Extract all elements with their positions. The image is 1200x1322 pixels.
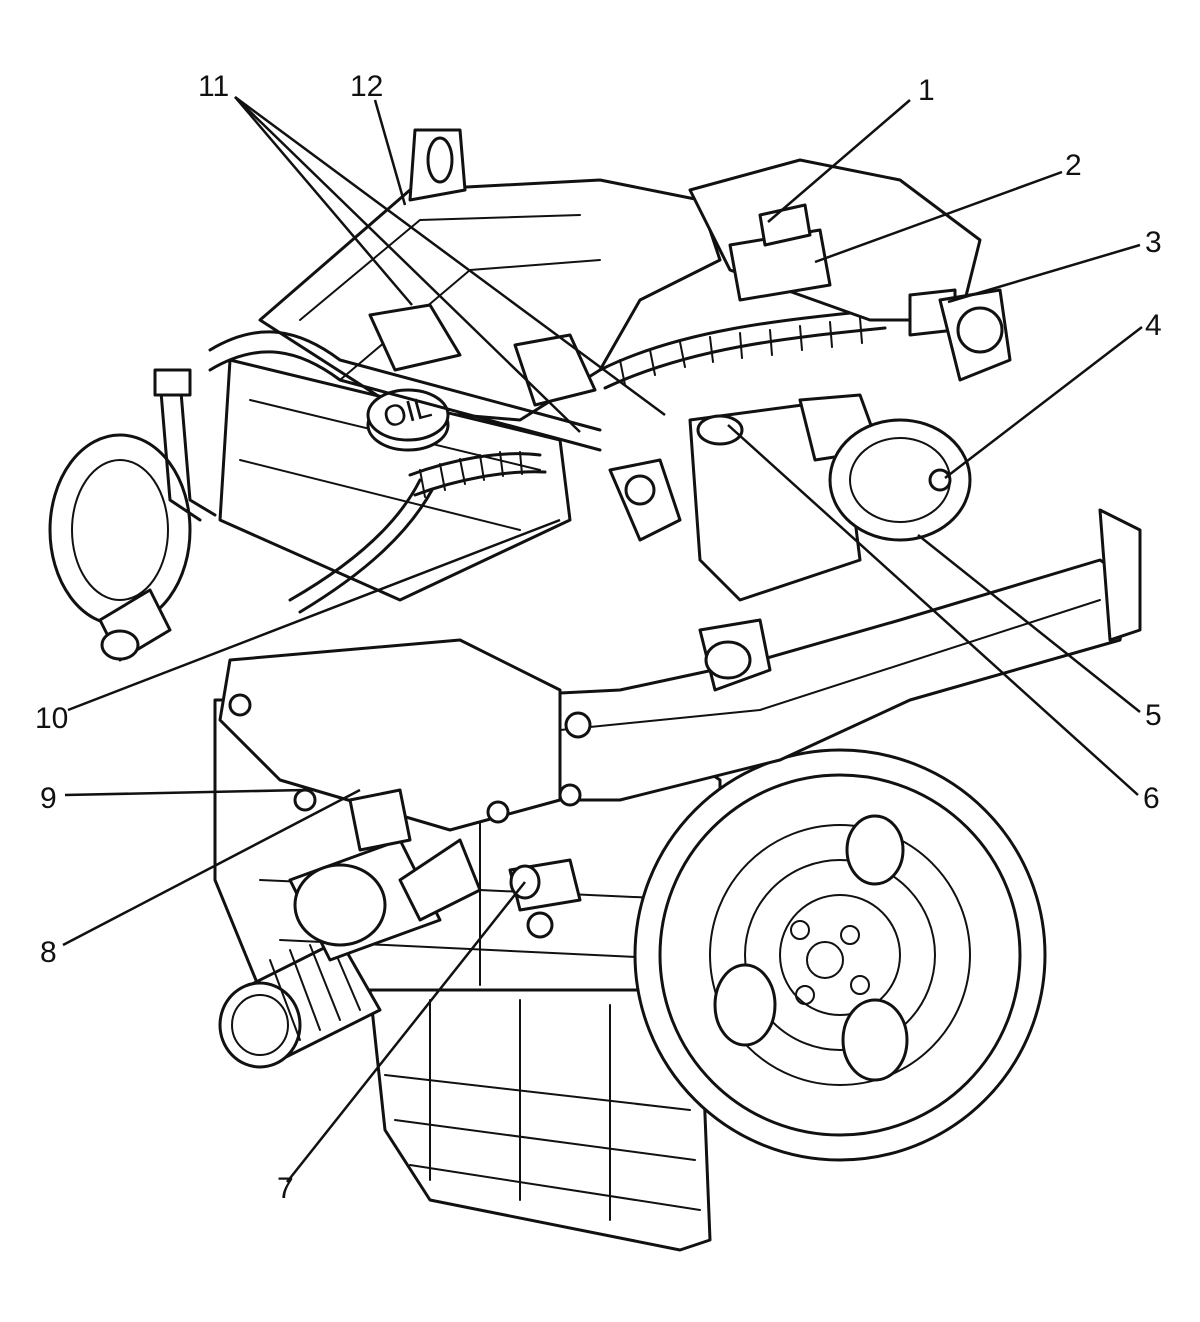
leader-12 xyxy=(373,99,407,206)
leader-3 xyxy=(947,243,1141,304)
leader-11a xyxy=(234,96,413,306)
callout-3: 3 xyxy=(1145,226,1162,259)
leader-4 xyxy=(944,326,1143,479)
callout-11: 11 xyxy=(198,70,229,103)
callout-7: 7 xyxy=(277,1172,294,1205)
leader-6 xyxy=(727,424,1139,796)
callout-labels: 1 2 3 4 5 6 7 8 9 10 11 12 xyxy=(35,70,1162,1205)
callout-9: 9 xyxy=(40,782,57,815)
callout-10: 10 xyxy=(35,702,68,735)
wire-harness xyxy=(408,308,887,498)
leader-2 xyxy=(814,170,1063,264)
callout-12: 12 xyxy=(350,70,383,103)
flywheel xyxy=(633,748,1047,1162)
leader-10 xyxy=(67,518,561,712)
coolant-tubes xyxy=(153,330,602,614)
callout-8: 8 xyxy=(40,936,57,969)
leader-11b xyxy=(234,96,581,433)
valve-cover xyxy=(218,358,572,602)
intake-plenum xyxy=(258,128,722,422)
leader-1 xyxy=(767,99,911,223)
oil-pan xyxy=(368,988,712,1252)
oil-filter xyxy=(218,788,482,1069)
ignition-module xyxy=(688,158,1012,382)
leader-11c xyxy=(234,95,666,417)
leader-8 xyxy=(62,788,361,947)
leader-5 xyxy=(917,534,1141,713)
water-pump-pulley xyxy=(48,433,192,662)
callout-4: 4 xyxy=(1145,309,1162,342)
leader-7 xyxy=(286,881,526,1183)
leader-9 xyxy=(64,788,306,797)
callout-6: 6 xyxy=(1143,782,1160,815)
throttle-body-area xyxy=(608,393,972,692)
callout-5: 5 xyxy=(1145,699,1162,732)
callout-leaders xyxy=(62,95,1143,1183)
callout-1: 1 xyxy=(918,74,935,107)
callout-2: 2 xyxy=(1065,149,1082,182)
